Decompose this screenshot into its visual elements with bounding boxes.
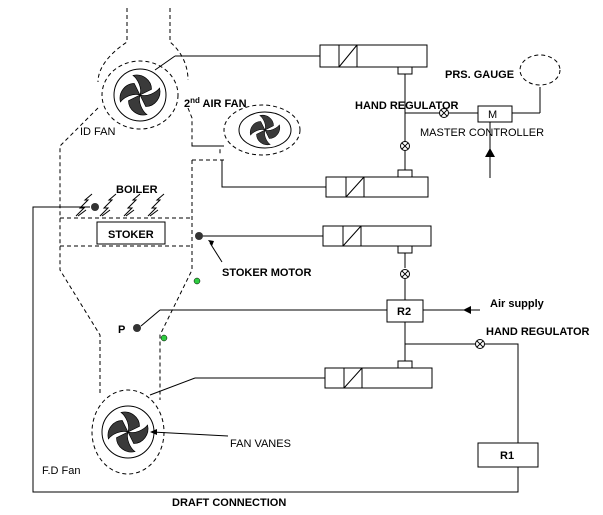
damper-dot-upper [193,277,201,285]
valve-icon [439,108,449,118]
boiler: BOILER [75,184,165,217]
fd-fan-label: F.D Fan [42,465,81,477]
arrow-icon [463,306,471,314]
pressure-gauge: PRS. GAUGE [445,54,561,86]
actuator-stoker [322,225,432,268]
hand-regulator-top-label: HAND REGULATOR [355,100,459,112]
relay-r2: R2 Air supply [386,298,545,362]
master-controller: M MASTER CONTROLLER [420,87,544,178]
second-air-fan-label: 2nd AIR FAN [184,96,247,110]
fan-icon [107,411,149,453]
stoker-motor: STOKER MOTOR [195,232,323,279]
actuator-fd-fan [149,360,433,396]
draft-connection-label: DRAFT CONNECTION [172,497,286,509]
fan-icon [249,114,281,146]
flame-icon [147,193,165,217]
arrow-icon [208,240,214,246]
damper-dot-lower [160,334,168,342]
fd-fan: FAN VANES F.D Fan [42,389,291,477]
air-supply-label: Air supply [490,298,545,310]
p-label: P [118,324,125,336]
pressure-sensor-p: P [118,309,387,336]
master-controller-label: MASTER CONTROLLER [420,127,544,139]
boiler-label: BOILER [116,184,158,196]
actuator-second-air [221,160,429,198]
fan-vanes-label: FAN VANES [230,438,291,450]
valve-icon [475,339,485,349]
hand-regulator-right-label: HAND REGULATOR [486,326,590,338]
r2-label: R2 [397,306,411,318]
flame-icon [99,193,117,217]
stoker-motor-label: STOKER MOTOR [222,267,311,279]
id-fan: ID FAN [80,60,179,138]
boiler-duct-outline [59,8,225,400]
fan-icon [119,74,161,116]
arrow-icon [150,429,157,435]
valve-icon [400,269,410,279]
relay-r1: R1 [477,442,539,468]
actuator-top [154,44,428,143]
flame-icon [75,193,93,217]
flame-icon [123,193,141,217]
draft-connection: DRAFT CONNECTION [32,206,519,509]
stoker-label: STOKER [108,229,154,241]
stoker: STOKER [96,221,166,245]
r1-label: R1 [500,450,514,462]
prs-gauge-label: PRS. GAUGE [445,69,514,81]
master-box-label: M [488,109,497,121]
valve-icon [400,141,410,151]
boiler-sensor-dot [91,203,99,211]
id-fan-label: ID FAN [80,126,116,138]
second-air-fan: 2nd AIR FAN [184,96,301,156]
arrow-icon [485,148,495,157]
